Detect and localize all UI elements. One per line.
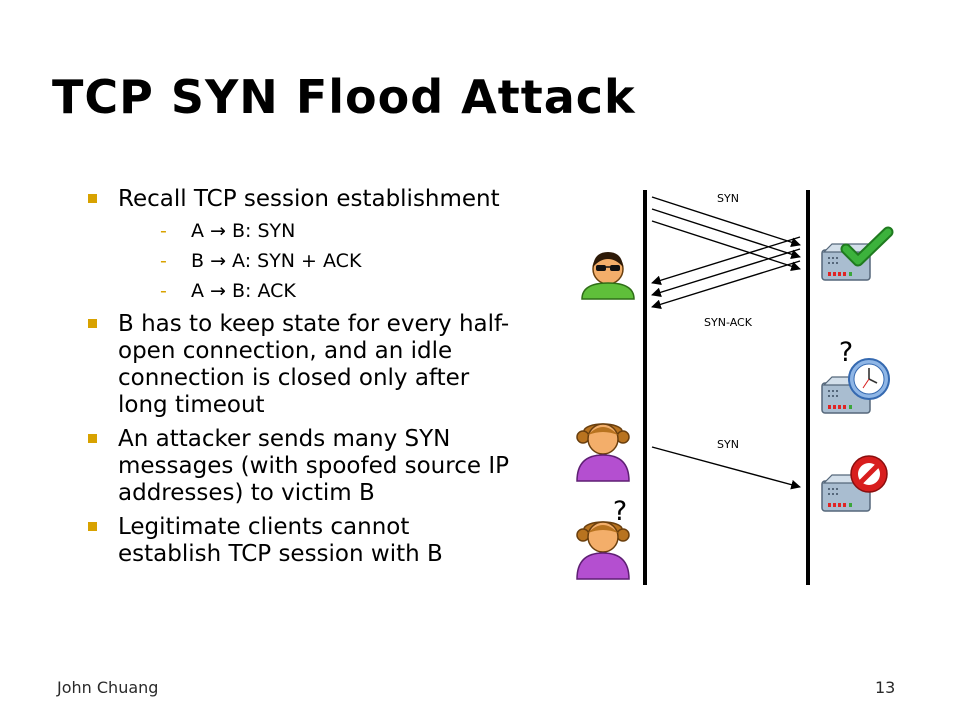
syn-arrow <box>651 220 801 271</box>
question-mark-server: ? <box>839 337 853 368</box>
bullet-list: Recall TCP session establishment - A → B:… <box>86 186 516 575</box>
no-entry-icon <box>850 455 888 493</box>
question-mark-client: ? <box>613 496 627 527</box>
footer-author: John Chuang <box>57 678 159 697</box>
bullet-marker-icon <box>88 522 97 531</box>
dash-marker-icon: - <box>160 280 167 302</box>
sub-bullet-list: - A → B: SYN - B → A: SYN + ACK - A → B: AC… <box>118 219 516 303</box>
syn-arrow <box>651 208 801 259</box>
dash-marker-icon: - <box>160 220 167 242</box>
bullet-item: Recall TCP session establishment - A → B:… <box>86 186 516 303</box>
syn-ack-arrow <box>651 248 801 298</box>
sub-bullet-text: A → B: SYN <box>191 220 296 242</box>
bullet-marker-icon <box>88 194 97 203</box>
client-icon <box>576 423 630 482</box>
bullet-marker-icon <box>88 434 97 443</box>
client-icon <box>576 521 630 580</box>
sub-bullet-item: - A → B: SYN <box>118 219 516 243</box>
syn-arrow <box>651 196 801 247</box>
clock-icon <box>848 358 890 400</box>
sub-bullet-item: - B → A: SYN + ACK <box>118 249 516 273</box>
syn-arrow <box>651 446 801 490</box>
sub-bullet-text: A → B: ACK <box>191 280 296 302</box>
bullet-item: An attacker sends many SYN messages (wit… <box>86 426 516 507</box>
syn-flood-diagram: SYN SYN-ACK SYN ? ? <box>576 190 894 585</box>
bullet-text: B has to keep state for every half-open … <box>118 311 510 418</box>
syn-ack-arrow <box>651 260 801 310</box>
bullet-text: An attacker sends many SYN messages (wit… <box>118 426 509 506</box>
bullet-text: Recall TCP session establishment <box>118 186 500 212</box>
attacker-icon <box>581 252 635 300</box>
syn-label: SYN <box>717 438 739 451</box>
syn-ack-arrow <box>651 236 801 286</box>
sub-bullet-item: - A → B: ACK <box>118 279 516 303</box>
dash-marker-icon: - <box>160 250 167 272</box>
bullet-text: Legitimate clients cannot establish TCP … <box>118 514 443 567</box>
bullet-item: Legitimate clients cannot establish TCP … <box>86 514 516 568</box>
syn-ack-label: SYN-ACK <box>704 316 753 329</box>
page-number: 13 <box>875 678 896 697</box>
syn-label: SYN <box>717 192 739 205</box>
bullet-item: B has to keep state for every half-open … <box>86 311 516 419</box>
bullet-marker-icon <box>88 319 97 328</box>
sub-bullet-text: B → A: SYN + ACK <box>191 250 362 272</box>
slide-title: TCP SYN Flood Attack <box>52 70 636 124</box>
